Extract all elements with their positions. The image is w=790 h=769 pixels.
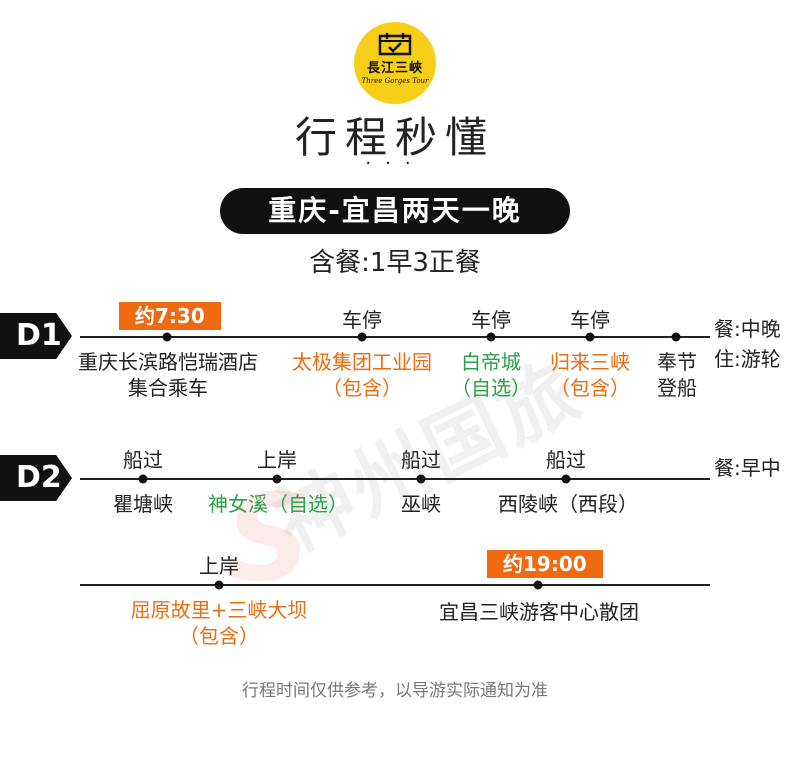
stop-note: 船过 bbox=[401, 448, 441, 472]
logo-brand-text: 長江三峽 bbox=[366, 61, 424, 76]
day1-stay: 住:游轮 bbox=[714, 347, 781, 371]
stop-note: 车停 bbox=[471, 308, 511, 332]
stop-label: 重庆长滨路恺瑞酒店 集合乘车 bbox=[78, 349, 258, 401]
day2-stop-dot bbox=[138, 474, 148, 484]
day2-meal: 餐:早中 bbox=[714, 456, 781, 480]
stop-label: 奉节 登船 bbox=[657, 349, 697, 401]
page-title: 行程秒懂 bbox=[294, 113, 496, 162]
stop-note: 车停 bbox=[570, 308, 610, 332]
end-point-label: 宜昌三峡游客中心散团 bbox=[439, 600, 639, 624]
stop-note: 船过 bbox=[123, 448, 163, 472]
day2-timeline bbox=[80, 478, 710, 480]
stop-note: 上岸 bbox=[199, 554, 239, 578]
day2-end-time-badge: 约19:00 bbox=[487, 550, 603, 578]
day1-stop-dot bbox=[585, 332, 595, 342]
stop-detail: 登船 bbox=[657, 376, 697, 400]
logo-tagline: Three Gorges Tour bbox=[361, 77, 429, 85]
stop-name: 白帝城 bbox=[461, 350, 521, 374]
day2-timeline-row2 bbox=[80, 584, 710, 586]
stop-label: 瞿塘峡 bbox=[113, 492, 173, 516]
stop-name: 归来三峡 bbox=[550, 350, 630, 374]
day1-tag: D1 bbox=[0, 313, 72, 359]
stop-label: 太极集团工业园 （包含） bbox=[292, 349, 432, 401]
stop-name: 重庆长滨路恺瑞酒店 bbox=[78, 350, 258, 374]
day2-stop-dot bbox=[214, 580, 224, 590]
stop-label: 归来三峡 （包含） bbox=[550, 349, 630, 401]
day2-tag: D2 bbox=[0, 455, 72, 501]
stop-detail: （自选） bbox=[451, 376, 531, 400]
stop-name: 屈原故里+三峡大坝 bbox=[130, 598, 308, 622]
stop-detail: （包含） bbox=[178, 624, 259, 648]
stop-label: 屈原故里+三峡大坝 （包含） bbox=[131, 597, 308, 649]
day1-time-badge: 约7:30 bbox=[119, 302, 221, 330]
day1-meal: 餐:中晚 bbox=[714, 317, 781, 341]
day2-stop-dot bbox=[533, 580, 543, 590]
stop-name: 奉节 bbox=[657, 350, 697, 374]
meals-summary: 含餐:1早3正餐 bbox=[309, 248, 481, 278]
stop-detail: 集合乘车 bbox=[128, 376, 208, 400]
stop-label: 白帝城 （自选） bbox=[451, 349, 531, 401]
route-banner: 重庆-宜昌两天一晚 bbox=[220, 188, 570, 234]
calendar-check-icon bbox=[378, 33, 412, 56]
day1-stop-dot bbox=[162, 332, 172, 342]
stop-label: 神女溪（自选） bbox=[208, 492, 348, 516]
stop-detail: （包含） bbox=[322, 376, 402, 400]
stop-name: 太极集团工业园 bbox=[292, 350, 432, 374]
day1-stop-dot bbox=[486, 332, 496, 342]
stop-note: 上岸 bbox=[257, 448, 297, 472]
stop-detail: （包含） bbox=[550, 376, 630, 400]
stop-note: 船过 bbox=[546, 448, 586, 472]
stop-label: 巫峡 bbox=[401, 492, 441, 516]
day2-stop-dot bbox=[561, 474, 571, 484]
day2-stop-dot bbox=[272, 474, 282, 484]
day2-stop-dot bbox=[416, 474, 426, 484]
day1-stop-dot bbox=[671, 332, 681, 342]
stop-note: 车停 bbox=[342, 308, 382, 332]
title-dots: ··· bbox=[365, 153, 425, 174]
day1-stop-dot bbox=[357, 332, 367, 342]
brand-logo: 長江三峽 Three Gorges Tour bbox=[354, 22, 436, 104]
day1-timeline bbox=[80, 336, 710, 338]
footnote: 行程时间仅供参考，以导游实际通知为准 bbox=[242, 681, 548, 701]
stop-label: 西陵峡（西段） bbox=[498, 492, 638, 516]
